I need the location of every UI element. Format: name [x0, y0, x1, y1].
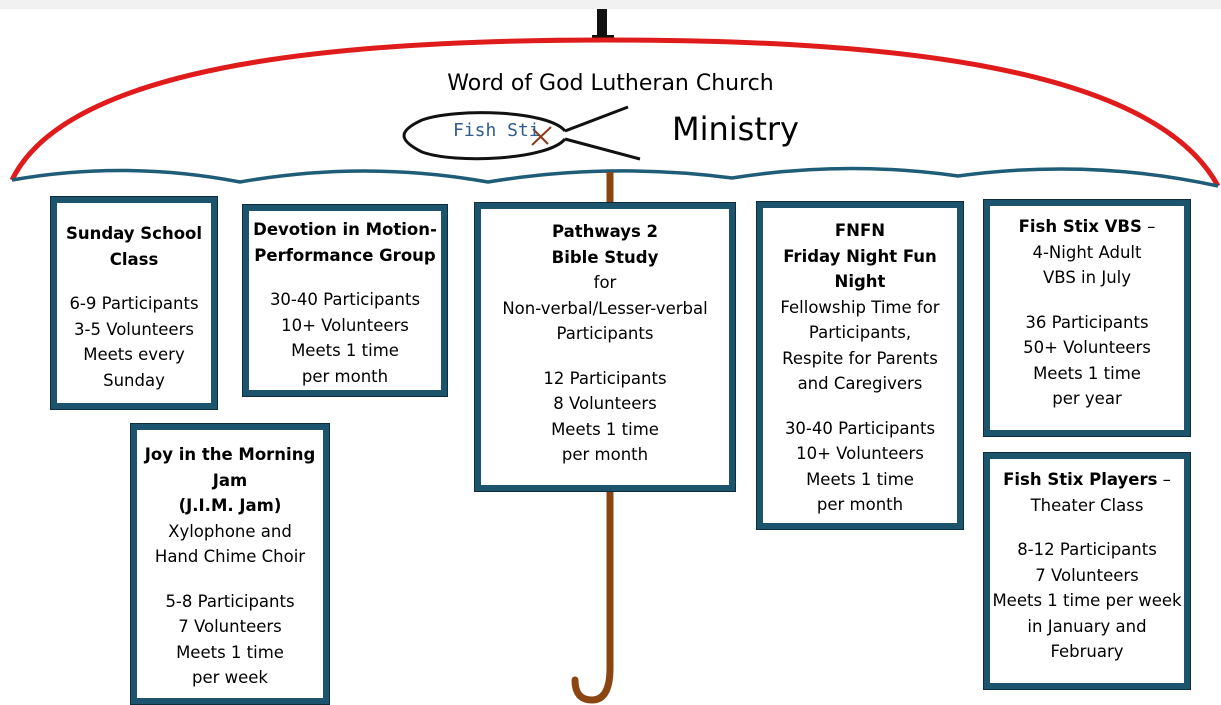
umbrella-handle	[571, 664, 614, 704]
cross-icon	[531, 126, 552, 146]
box-line: 8-12 Participants	[1017, 540, 1157, 559]
pathways-bible-study-box: Pathways 2 Bible Study for Non-verbal/Le…	[474, 202, 736, 492]
box-line: Fellowship Time for	[780, 297, 940, 317]
box-line: 36 Participants	[1025, 312, 1149, 332]
box-line: Participants	[556, 324, 654, 343]
box-title: Sunday School	[65, 224, 203, 243]
box-title: Fish Stix VBS –	[1018, 217, 1156, 236]
fish-logo-icon	[402, 105, 641, 161]
box-line: 6-9 Participants	[69, 294, 199, 313]
umbrella-ribs	[11, 166, 1219, 188]
umbrella-tip	[597, 9, 607, 39]
box-title: Night	[834, 272, 886, 291]
sunday-school-box: Sunday School Class 6-9 Participants 3-5…	[50, 196, 218, 410]
box-line: per week	[191, 668, 268, 687]
box-line: Xylophone and	[168, 521, 292, 541]
box-line: 30-40 Participants	[269, 290, 421, 309]
box-line: Meets 1 time	[291, 341, 399, 360]
box-line: Meets every	[83, 345, 185, 364]
box-title: Bible Study	[551, 247, 659, 267]
umbrella-canopy	[9, 37, 1221, 188]
ministry-label: Ministry	[672, 110, 799, 148]
box-title: (J.I.M. Jam)	[178, 496, 282, 515]
box-line: Meets 1 time	[1033, 363, 1141, 383]
box-line: Theater Class	[1030, 495, 1144, 515]
box-line: for	[593, 273, 617, 292]
box-title: Joy in the Morning	[144, 445, 316, 464]
box-line: Hand Chime Choir	[154, 547, 306, 566]
box-line: 30-40 Participants	[784, 418, 936, 438]
church-title: Word of God Lutheran Church	[447, 71, 774, 96]
box-line: 3-5 Volunteers	[74, 319, 194, 339]
fish-stix-logo-text: Fish Sti	[453, 120, 540, 141]
box-line: and Caregivers	[797, 374, 923, 393]
box-line: 12 Participants	[543, 368, 667, 388]
box-title: Class	[109, 249, 159, 269]
box-line: Respite for Parents	[782, 348, 938, 368]
box-title: Pathways 2	[551, 222, 659, 241]
box-line: in January and	[1027, 616, 1147, 636]
box-line: per month	[561, 445, 649, 464]
box-line: 4-Night Adult	[1032, 242, 1142, 262]
box-line: Meets 1 time	[176, 642, 284, 662]
box-title: Jam	[212, 470, 248, 490]
box-line: per year	[1052, 389, 1122, 408]
box-line: 5-8 Participants	[165, 591, 295, 611]
box-line: 50+ Volunteers	[1023, 338, 1151, 357]
box-line: VBS in July	[1043, 268, 1131, 287]
box-line: 8 Volunteers	[553, 394, 657, 413]
box-line: per month	[301, 366, 389, 386]
box-title: Devotion in Motion-	[253, 220, 437, 239]
box-line: February	[1050, 642, 1124, 661]
box-title: Fish Stix Players –	[1003, 470, 1171, 489]
box-line: Meets 1 time per week	[992, 591, 1182, 610]
box-title: Performance Group	[254, 245, 436, 265]
box-line: Meets 1 time	[806, 469, 914, 489]
fish-stix-vbs-box: Fish Stix VBS – 4-Night Adult VBS in Jul…	[983, 199, 1191, 437]
box-title: FNFN	[834, 221, 886, 240]
box-line: 7 Volunteers	[178, 617, 282, 636]
fish-stix-players-box: Fish Stix Players – Theater Class 8-12 P…	[983, 452, 1191, 690]
top-bar	[0, 0, 1221, 9]
box-title: Friday Night Fun	[783, 246, 937, 266]
box-line: 10+ Volunteers	[281, 315, 409, 335]
jim-jam-box: Joy in the Morning Jam (J.I.M. Jam) Xylo…	[130, 423, 330, 705]
box-line: 10+ Volunteers	[796, 444, 924, 463]
box-line: Participants,	[808, 323, 912, 342]
fnfn-box: FNFN Friday Night Fun Night Fellowship T…	[756, 201, 964, 530]
devotion-in-motion-box: Devotion in Motion- Performance Group 30…	[242, 204, 448, 397]
box-line: 7 Volunteers	[1035, 565, 1139, 585]
box-line: Sunday	[103, 370, 165, 390]
box-line: Non-verbal/Lesser-verbal	[502, 298, 708, 318]
box-line: per month	[816, 495, 904, 514]
box-line: Meets 1 time	[551, 419, 659, 439]
